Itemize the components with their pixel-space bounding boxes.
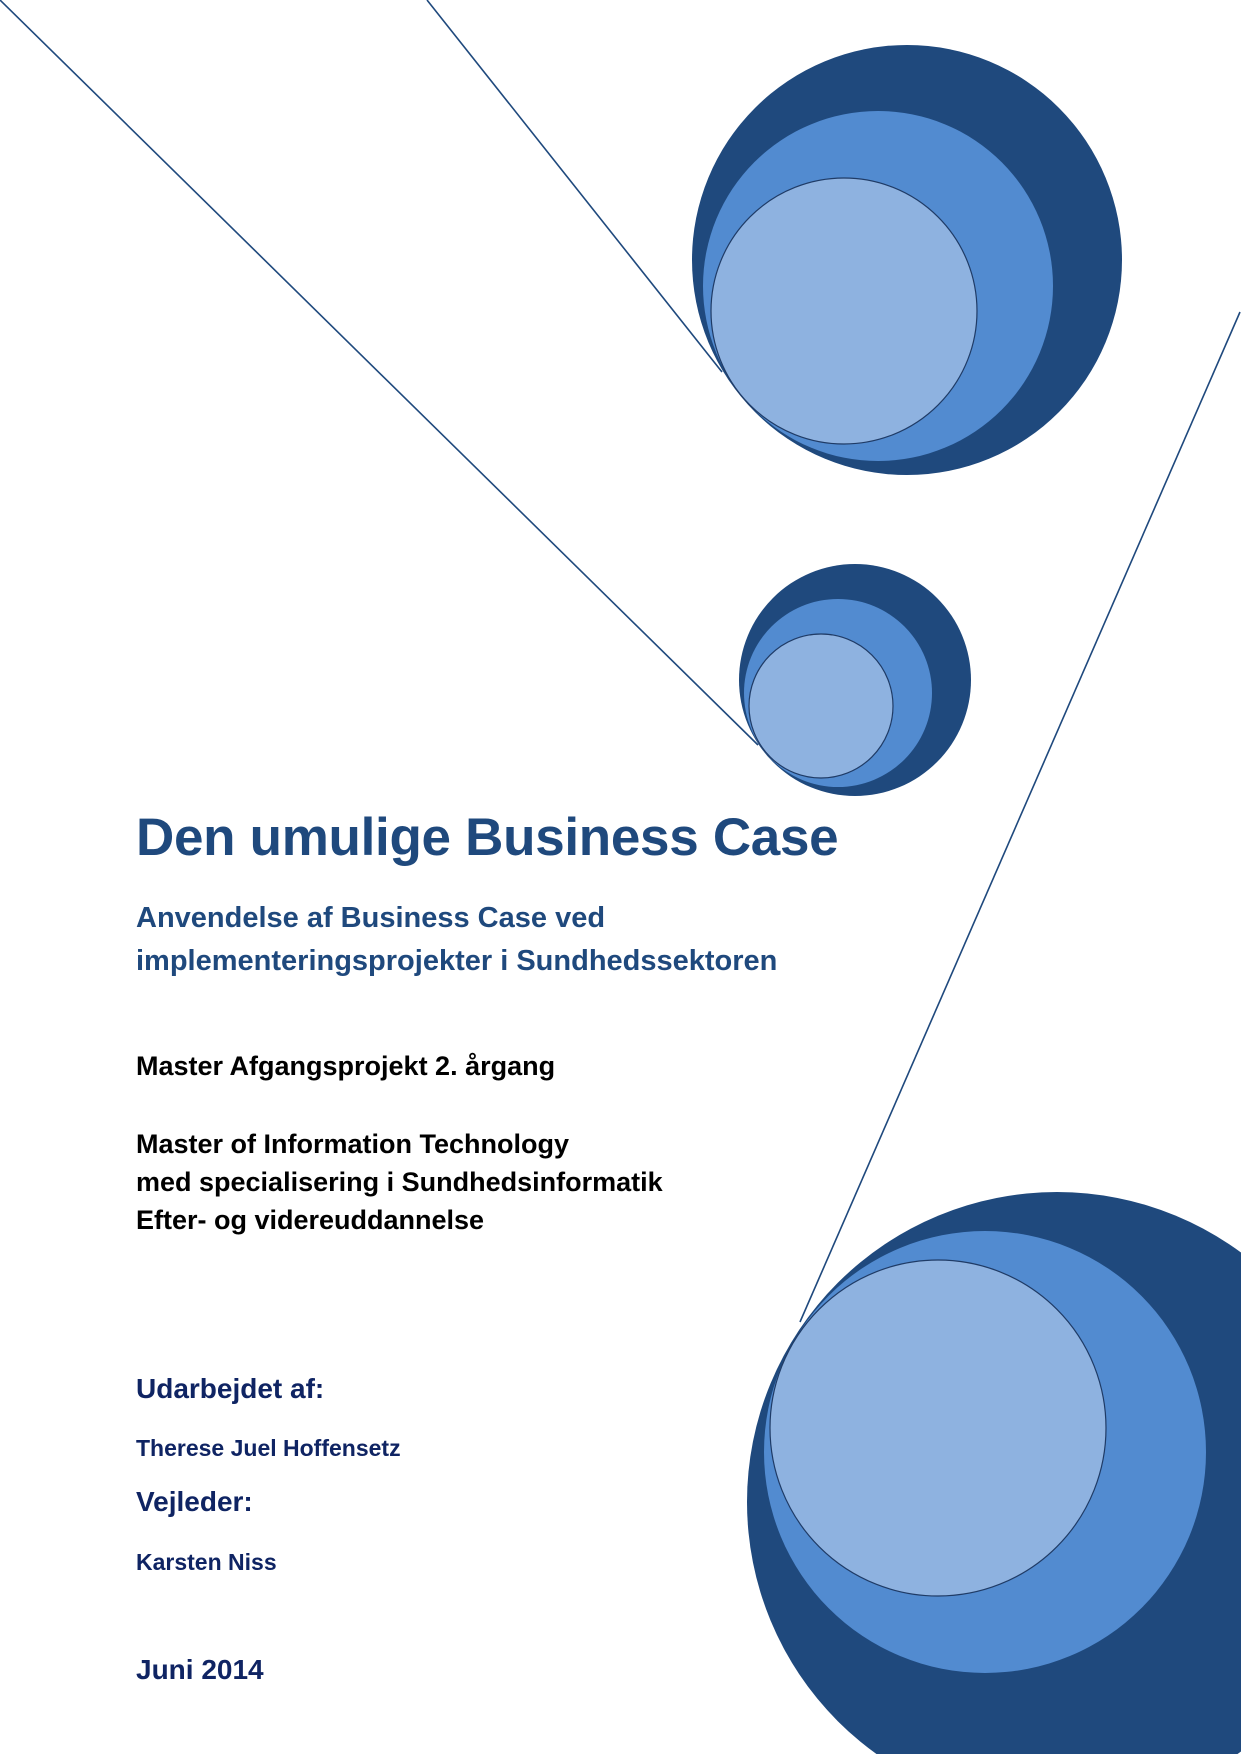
program-description: Master of Information Technology med spe… [136, 1125, 663, 1239]
subtitle-line: Anvendelse af Business Case ved [136, 902, 606, 934]
program-line: Efter- og videreuddannelse [136, 1205, 485, 1235]
project-type: Master Afgangsprojekt 2. årgang [136, 1051, 556, 1081]
prepared-by-label: Udarbejdet af: [136, 1373, 325, 1404]
decorative-line-3 [799, 311, 1241, 1323]
supervisor-label: Vejleder: [136, 1486, 253, 1517]
program-line: Master of Information Technology [136, 1129, 570, 1159]
circle-cluster-bottom [747, 1192, 1241, 1754]
circle-cluster-top [692, 45, 1122, 475]
circle-cluster-middle [739, 564, 971, 796]
supervisor-name: Karsten Niss [136, 1549, 277, 1575]
author-name: Therese Juel Hoffensetz [136, 1435, 401, 1461]
program-line: med specialisering i Sundhedsinformatik [136, 1167, 663, 1197]
document-date: Juni 2014 [136, 1654, 264, 1685]
subtitle-line: implementeringsprojekter i Sundhedssekto… [136, 945, 778, 977]
document-title: Den umulige Business Case [136, 808, 839, 867]
decorative-line-2 [426, 0, 723, 373]
decorative-line-1 [0, 0, 759, 746]
document-subtitle: Anvendelse af Business Case ved implemen… [136, 897, 777, 983]
